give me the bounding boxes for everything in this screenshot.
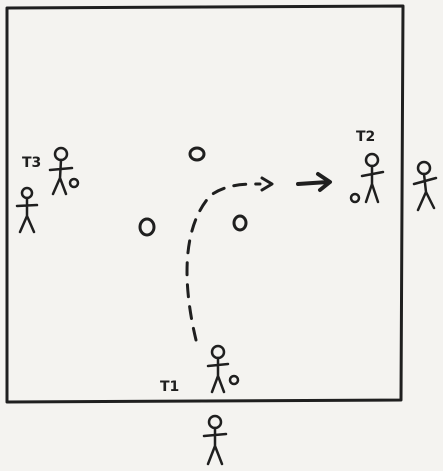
player-label-t3: T3 <box>22 155 41 171</box>
run-path <box>187 184 260 340</box>
pass-arrow <box>298 174 330 190</box>
player-t2 <box>351 154 383 202</box>
player-t1 <box>208 346 238 392</box>
player-t3 <box>50 148 78 194</box>
cone-marker <box>234 216 246 230</box>
cone-marker <box>140 219 154 235</box>
cone-marker <box>190 148 204 160</box>
player-outside-right <box>414 162 436 210</box>
player-inside-left <box>17 188 37 232</box>
player-label-t1: T1 <box>160 379 179 395</box>
player-outside-bottom <box>204 416 226 464</box>
arrow-head <box>262 178 272 190</box>
player-label-t2: T2 <box>356 129 375 145</box>
